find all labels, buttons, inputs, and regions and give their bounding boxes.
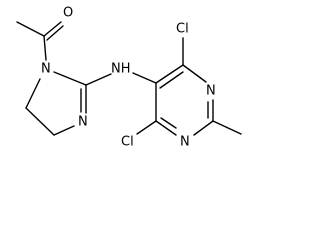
bond-c5-c4pyr-inner (159, 71, 184, 89)
bond-carbonyl-oxygen-2 (46, 25, 64, 41)
bond-methyl-carbonyl (16, 21, 45, 37)
atom-label-chlorine-bottom: Cl (121, 135, 134, 150)
bond-c2-nh (85, 73, 112, 86)
bond-n1-c6pyr-inner (160, 117, 177, 129)
bond-nh-c5pyr (132, 72, 157, 84)
chemical-structure-diagram: O N N NH Cl Cl N N (16, 6, 242, 150)
bond-c5-c4pyr (155, 64, 184, 84)
bond-n1-c2 (53, 71, 87, 86)
bond-c6-cl-bottom (136, 120, 157, 135)
atom-label-n3-imidazoline: N (78, 115, 88, 130)
atom-label-oxygen: O (63, 6, 73, 21)
atom-label-n1-pyrimidine: N (180, 135, 190, 150)
bond-n1-c6pyr (155, 120, 177, 136)
atom-label-chlorine-top: Cl (176, 22, 189, 37)
atom-label-n3-pyrimidine: N (206, 84, 216, 99)
bond-c2-methyl (212, 120, 242, 135)
atom-labels: O N N NH Cl Cl N N (41, 6, 216, 150)
atom-label-n1-imidazoline: N (41, 62, 51, 77)
atom-label-amine-nh: NH (111, 62, 131, 77)
bond-c4-n3pyr (182, 64, 207, 83)
bond-c5-c4 (25, 107, 55, 136)
bond-c2-n1pyr (193, 120, 214, 136)
bond-carbonyl-n1 (43, 35, 47, 61)
bond-carbonyl-oxygen-1 (43, 21, 62, 37)
bonds (16, 21, 242, 136)
bond-c4-n3 (53, 125, 75, 136)
bond-n1-c5 (25, 78, 41, 109)
